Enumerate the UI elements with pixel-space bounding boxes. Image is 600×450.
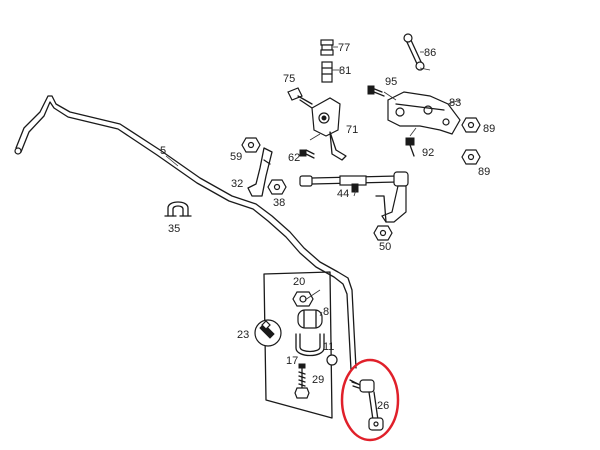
- label-83: 83: [449, 97, 461, 109]
- label-20: 20: [293, 276, 305, 288]
- label-71: 71: [346, 124, 358, 136]
- mount-bracket-assembly: [254, 271, 338, 419]
- label-8: 8: [323, 306, 329, 318]
- label-89-lower: 89: [478, 166, 490, 178]
- label-81: 81: [339, 65, 351, 77]
- label-62: 62: [288, 152, 300, 164]
- label-59: 59: [230, 151, 242, 163]
- label-86: 86: [424, 47, 436, 59]
- label-44: 44: [337, 188, 349, 200]
- label-50: 50: [379, 241, 391, 253]
- label-77: 77: [338, 42, 350, 54]
- control-linkage-assembly: [241, 33, 481, 241]
- label-32: 32: [231, 178, 243, 190]
- label-95: 95: [385, 76, 397, 88]
- label-92: 92: [422, 147, 434, 159]
- label-5: 5: [160, 145, 166, 157]
- part-labels: 5 35 20 8 23 11 17 29 26 77 81 75 95 86 …: [160, 42, 495, 412]
- label-23: 23: [237, 329, 249, 341]
- label-26: 26: [377, 400, 389, 412]
- stabilizer-bar: [14, 95, 357, 371]
- clamp-35: [164, 201, 192, 217]
- label-11: 11: [323, 341, 334, 353]
- label-75: 75: [283, 73, 295, 85]
- label-17: 17: [286, 355, 298, 367]
- label-35: 35: [168, 223, 180, 235]
- label-38: 38: [273, 197, 285, 209]
- label-89-upper: 89: [483, 123, 495, 135]
- label-29: 29: [312, 374, 324, 386]
- link-rod-26: [340, 358, 400, 442]
